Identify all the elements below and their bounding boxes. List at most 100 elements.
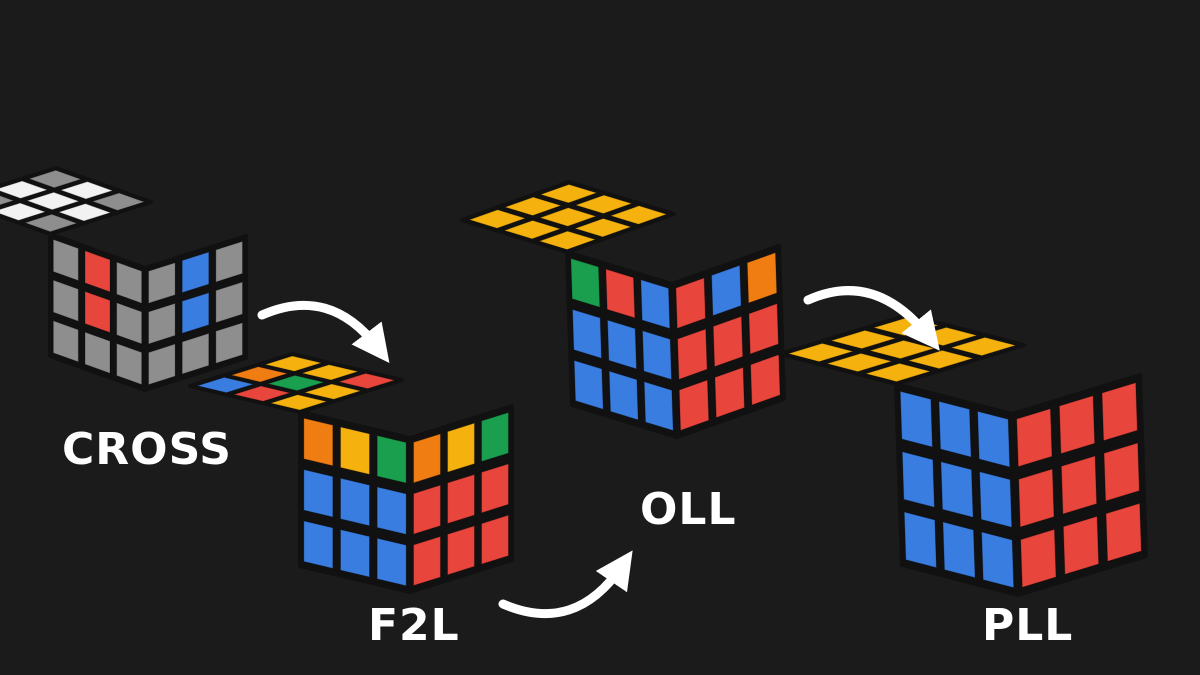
f2l-right-sticker	[413, 433, 441, 484]
f2l-right-sticker	[481, 412, 509, 462]
f2l-top-sticker	[270, 394, 328, 411]
cross-right-sticker	[181, 292, 210, 334]
f2l-right-sticker	[447, 422, 475, 473]
f2l-left-sticker	[340, 477, 370, 527]
cross-left-sticker	[84, 331, 111, 374]
f2l-top-sticker	[338, 372, 396, 390]
f2l-top-sticker	[304, 383, 362, 400]
f2l-right-sticker	[481, 514, 509, 565]
cross-right-sticker	[181, 332, 210, 375]
arrow-f2l-to-oll	[498, 550, 633, 619]
f2l-right-sticker	[447, 474, 475, 524]
f2l-left-sticker	[303, 520, 334, 569]
pll-right-sticker	[1020, 528, 1057, 588]
f2l-top-sticker	[196, 376, 254, 394]
cross-right-sticker	[148, 343, 176, 386]
oll-top-sticker	[539, 207, 597, 227]
cross-left-sticker	[52, 238, 79, 282]
pll-right-sticker	[1058, 395, 1096, 455]
oll-right-sticker	[711, 264, 742, 317]
f2l-left-sticker	[303, 417, 334, 467]
oll-left-sticker	[605, 268, 636, 319]
f2l-left-sticker	[376, 435, 407, 484]
f2l-right-sticker	[481, 463, 509, 514]
oll-top-sticker	[538, 230, 596, 251]
oll-left-sticker	[570, 257, 601, 308]
pll-top-sticker	[950, 336, 1016, 357]
f2l-top-sticker	[230, 366, 288, 383]
pll-top-sticker	[830, 329, 896, 350]
pll-left-sticker	[981, 531, 1015, 589]
arrow-cross-to-f2l	[257, 300, 390, 364]
stage-label-f2l: F2L	[368, 600, 460, 651]
pll-right-sticker	[1018, 468, 1055, 528]
cube-pll	[778, 313, 1148, 597]
oll-top-sticker	[574, 217, 632, 238]
f2l-top-sticker	[301, 364, 359, 381]
stage-label-pll: PLL	[982, 600, 1074, 651]
pll-right-sticker	[1103, 442, 1140, 502]
pll-left-sticker	[938, 400, 972, 458]
pll-top-sticker	[908, 349, 974, 370]
pll-left-sticker	[979, 471, 1013, 528]
cross-right-sticker	[215, 281, 243, 324]
stage-label-cross: CROSS	[62, 424, 232, 475]
f2l-left-sticker	[340, 529, 370, 578]
oll-left-sticker	[640, 279, 671, 330]
f2l-top-sticker	[267, 374, 325, 392]
pll-top-sticker	[865, 362, 931, 383]
cross-right-sticker	[215, 322, 243, 364]
cross-left-sticker	[84, 290, 111, 334]
f2l-right-sticker	[447, 525, 475, 576]
oll-top-sticker	[468, 209, 526, 229]
oll-left-sticker	[608, 370, 639, 421]
pll-left-sticker	[942, 521, 976, 579]
cross-top-sticker	[60, 181, 113, 200]
cross-right-sticker	[148, 262, 176, 304]
pll-left-sticker	[977, 410, 1011, 468]
cross-top-sticker	[28, 169, 82, 189]
oll-left-sticker	[572, 308, 602, 359]
cross-right-sticker	[181, 251, 210, 294]
oll-right-sticker	[677, 328, 708, 380]
cross-left-sticker	[84, 250, 111, 293]
f2l-right-sticker	[413, 484, 441, 535]
oll-right-sticker	[712, 315, 744, 368]
cross-top-sticker	[0, 180, 48, 199]
pll-left-sticker	[940, 461, 974, 518]
f2l-left-sticker	[376, 537, 407, 587]
oll-top-sticker	[540, 183, 598, 204]
cross-top-sticker	[24, 213, 78, 233]
cross-left-sticker	[52, 279, 79, 322]
oll-right-sticker	[678, 379, 710, 431]
cross-top-sticker	[0, 202, 46, 221]
pll-right-sticker	[1101, 382, 1138, 442]
stage-label-oll: OLL	[640, 484, 737, 535]
cross-left-sticker	[116, 261, 143, 304]
oll-right-sticker	[675, 277, 706, 329]
arrow-oll-to-pll	[803, 286, 940, 351]
cross-left-sticker	[116, 302, 143, 345]
pll-right-sticker	[1105, 502, 1142, 562]
oll-left-sticker	[573, 359, 604, 410]
oll-left-sticker	[607, 319, 637, 370]
cross-top-sticker	[92, 192, 145, 211]
f2l-left-sticker	[376, 486, 407, 535]
oll-right-sticker	[748, 303, 779, 355]
cross-right-sticker	[148, 302, 176, 345]
cube-oll	[460, 180, 786, 439]
oll-top-sticker	[575, 194, 633, 215]
pll-left-sticker	[901, 451, 935, 508]
cross-left-sticker	[116, 342, 143, 386]
cube-f2l	[188, 352, 514, 594]
oll-right-sticker	[746, 252, 778, 304]
cross-left-sticker	[52, 320, 79, 363]
f2l-top-sticker	[233, 385, 291, 402]
cross-top-sticker	[0, 195, 14, 206]
pll-right-sticker	[1062, 515, 1100, 575]
pll-right-sticker	[1060, 455, 1098, 515]
f2l-left-sticker	[340, 426, 370, 475]
cube-cross	[0, 166, 248, 392]
f2l-right-sticker	[413, 536, 441, 586]
